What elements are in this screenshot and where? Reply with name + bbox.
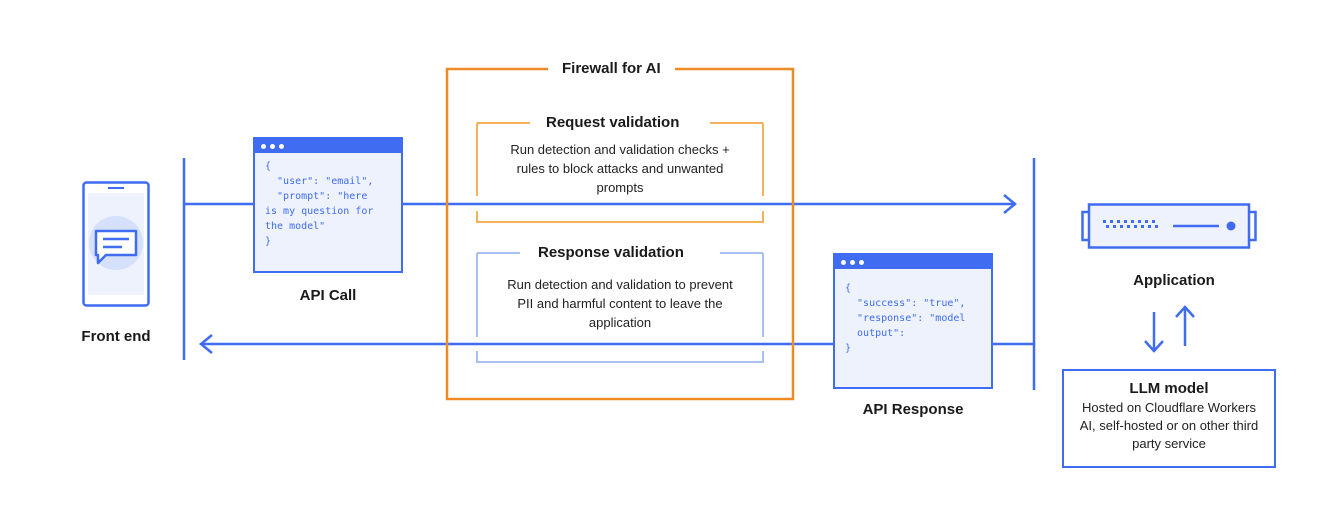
request-validation-title: Request validation <box>532 114 694 131</box>
llm-model-box: LLM model Hosted on Cloudflare Workers A… <box>1062 369 1276 468</box>
api-call-window: { "user": "email", "prompt": "here is my… <box>253 137 403 273</box>
application-device <box>1081 203 1257 249</box>
response-validation-title: Response validation <box>524 244 698 261</box>
server-icon <box>1081 203 1257 249</box>
request-validation-description: Run detection and validation checks + ru… <box>510 142 730 195</box>
llm-model-title: LLM model <box>1129 380 1209 397</box>
application-label: Application <box>1133 272 1215 289</box>
llm-model-description: Hosted on Cloudflare Workers AI, self-ho… <box>1079 400 1259 451</box>
window-titlebar <box>835 255 991 269</box>
api-response-window: { "success": "true", "response": "model … <box>833 253 993 389</box>
response-validation-description: Run detection and validation to prevent … <box>507 277 733 330</box>
front-end-device <box>82 181 150 307</box>
front-end-label: Front end <box>81 328 151 345</box>
window-titlebar <box>255 139 401 153</box>
api-response-code: { "success": "true", "response": "model … <box>845 283 966 354</box>
llm-exchange-arrows <box>1144 305 1195 353</box>
firewall-title: Firewall for AI <box>548 60 675 77</box>
api-call-label: API Call <box>299 287 357 304</box>
api-response-label: API Response <box>862 401 964 418</box>
phone-chat-icon <box>82 181 150 307</box>
api-call-code: { "user": "email", "prompt": "here is my… <box>265 161 374 247</box>
